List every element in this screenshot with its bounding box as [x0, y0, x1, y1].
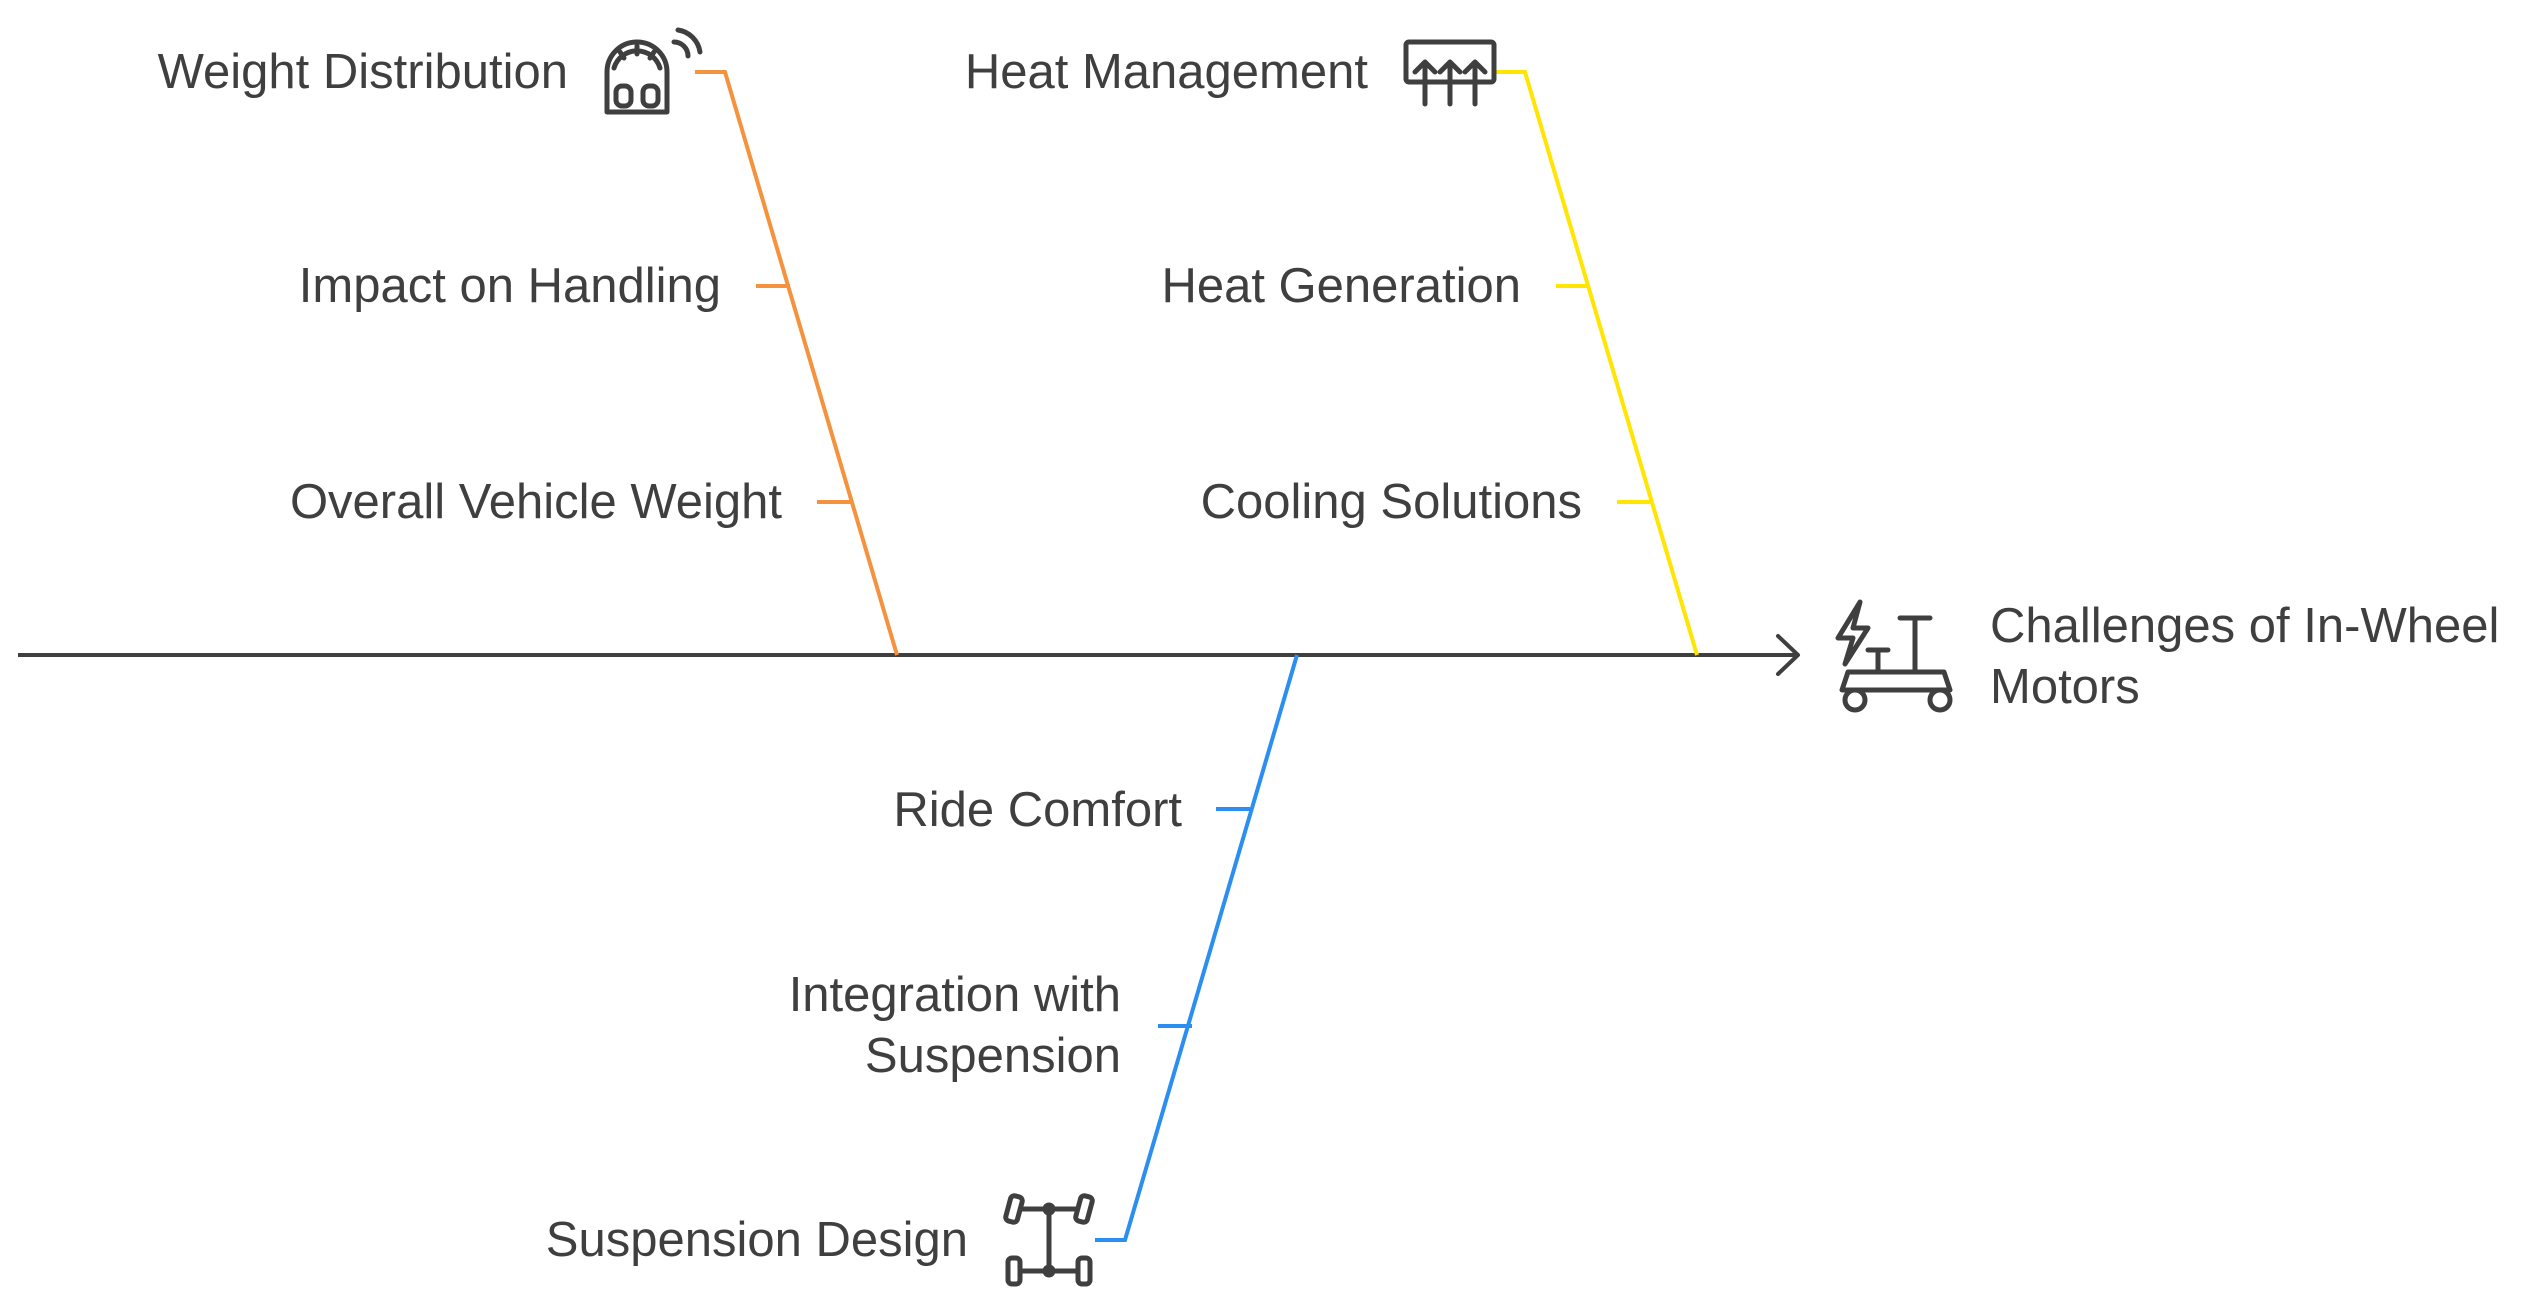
branch-title: Heat Management	[965, 45, 1369, 99]
spine	[18, 634, 1800, 676]
effect-title-line-2: Motors	[1990, 660, 2140, 714]
speedometer-icon	[604, 27, 703, 115]
cause-label: Suspension	[865, 1029, 1121, 1083]
branch-suspension-design: Suspension Design Ride Comfort Integrati…	[546, 654, 1299, 1287]
branch-title: Suspension Design	[546, 1213, 968, 1267]
effect-title-line-1: Challenges of In-Wheel	[1990, 599, 2499, 653]
cause-label: Overall Vehicle Weight	[290, 475, 782, 529]
branch-heat-management: Heat Management Heat Generation Cooling …	[965, 39, 1699, 656]
cause-label: Cooling Solutions	[1201, 475, 1582, 529]
spine-arrowhead	[1776, 634, 1800, 676]
branch-line	[695, 70, 899, 656]
effect-head: Challenges of In-Wheel Motors	[1835, 599, 2499, 714]
cause-label: Heat Generation	[1161, 259, 1521, 313]
branch-weight-distribution: Weight Distribution Impact on Handling O…	[158, 27, 899, 656]
cause-label: Impact on Handling	[299, 259, 721, 313]
branch-title: Weight Distribution	[158, 45, 568, 99]
cause-label: Integration with	[789, 968, 1121, 1022]
chassis-axle-icon	[1003, 1193, 1095, 1287]
branch-line	[1495, 70, 1699, 656]
branch-line	[1095, 654, 1299, 1242]
heater-icon	[1403, 39, 1497, 107]
cause-label: Ride Comfort	[893, 783, 1182, 837]
electric-scooter-icon	[1835, 599, 1953, 713]
